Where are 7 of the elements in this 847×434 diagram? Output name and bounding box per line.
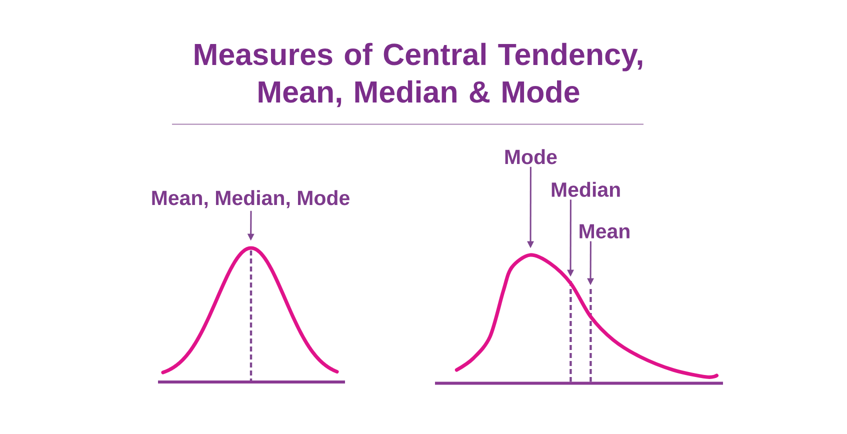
skewed-curve — [454, 253, 718, 379]
arrow-label: Median — [552, 182, 620, 197]
title: Measures of Central Tendency, Mean, Median & Mode — [194, 42, 642, 108]
arrow-label: Mean, Median, Mode — [152, 190, 350, 208]
arrow-label: Mean — [580, 224, 630, 238]
bell-curve — [161, 246, 339, 374]
arrow-label: Mode — [505, 149, 557, 164]
